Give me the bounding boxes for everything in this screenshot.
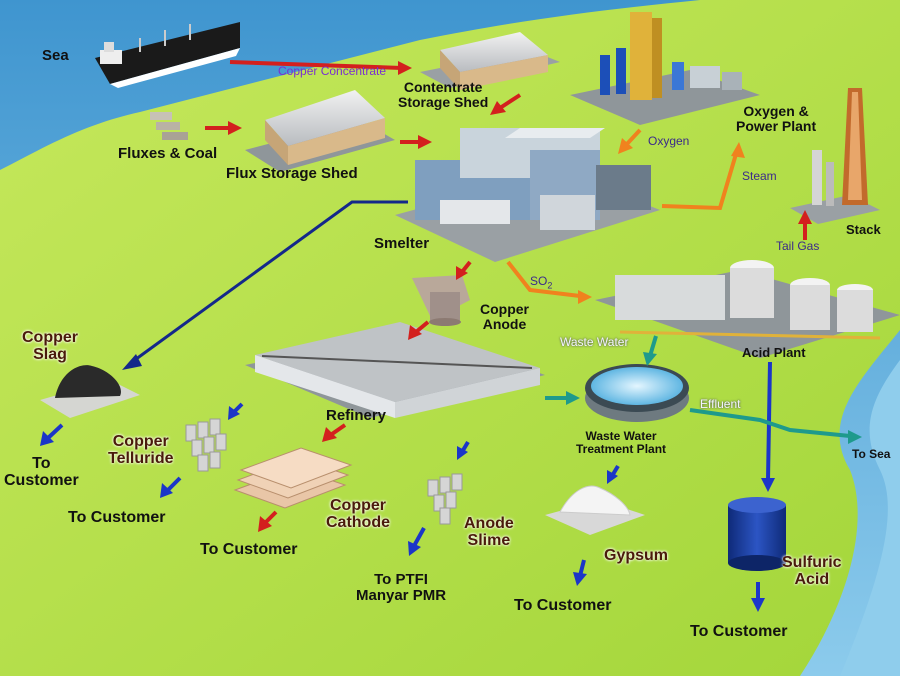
gypsum-pile — [545, 485, 645, 535]
fluxes-coal-pile — [150, 112, 188, 140]
label-steam: Steam — [742, 169, 777, 183]
label-anode-slime: Anode Slime — [464, 515, 514, 549]
anode-slime-stack — [427, 473, 463, 525]
cargo-ship — [95, 22, 240, 88]
label-gypsum: Gypsum — [604, 547, 669, 564]
label-waste-water: Waste Water — [560, 335, 629, 349]
label-to-sea: To Sea — [852, 447, 891, 461]
teal-flow-arrows — [545, 335, 862, 444]
flux-storage-shed — [245, 90, 395, 172]
label-acid-plant: Acid Plant — [742, 345, 806, 360]
smelter-building — [395, 128, 660, 262]
blue-flow-arrows — [40, 361, 775, 612]
label-so2-sub: 2 — [547, 280, 553, 291]
label-to-ptfi: To PTFI Manyar PMR — [356, 571, 447, 604]
label-copper-slag: Copper Slag — [22, 329, 78, 363]
label-to-customer-telluride: To Customer — [68, 509, 166, 526]
concentrate-storage-shed — [420, 32, 560, 90]
refinery-building — [245, 322, 545, 418]
label-so2: SO2 — [530, 275, 552, 291]
acid-plant — [595, 260, 900, 358]
stack — [790, 88, 880, 224]
label-tail-gas: Tail Gas — [776, 239, 820, 253]
label-to-customer-gypsum: To Customer — [514, 597, 612, 614]
copper-telluride-stack — [185, 418, 227, 472]
label-fluxes-coal: Fluxes & Coal — [118, 145, 218, 162]
label-oxygen: Oxygen — [648, 134, 690, 148]
label-concentrate-storage-shed: Contentrate Storage Shed — [398, 79, 489, 110]
copper-anode-unit — [412, 275, 470, 326]
label-stack: Stack — [846, 222, 881, 237]
waste-water-treatment-plant — [585, 364, 689, 422]
label-refinery: Refinery — [326, 407, 387, 424]
label-copper-anode: Copper Anode — [480, 301, 529, 332]
copper-cathode-plates — [233, 447, 353, 509]
label-to-customer-cathode: To Customer — [200, 541, 298, 558]
red-flow-arrows — [205, 60, 812, 532]
navy-flow-arrow — [122, 200, 408, 370]
orange-flow-arrows — [506, 128, 745, 304]
label-to-customer-slag: To Customer — [4, 455, 79, 489]
label-copper-cathode: Copper Cathode — [326, 497, 390, 531]
label-effluent: Effluent — [700, 397, 741, 411]
label-oxygen-power-plant: Oxygen & Power Plant — [736, 103, 817, 134]
label-to-customer-acid: To Customer — [690, 623, 788, 640]
label-copper-telluride: Copper Telluride — [108, 433, 174, 467]
label-sulfuric-acid: Sulfuric Acid — [782, 554, 842, 588]
oxygen-power-plant — [570, 12, 760, 125]
sulfuric-acid-tank — [728, 497, 786, 571]
label-sea: Sea — [42, 47, 69, 64]
label-wwtp: Waste Water Treatment Plant — [576, 429, 667, 456]
sea-right — [840, 360, 900, 676]
label-smelter: Smelter — [374, 235, 430, 252]
label-copper-concentrate: Copper Concentrate — [278, 64, 387, 78]
copper-slag-pile — [40, 365, 140, 418]
label-so2-main: SO — [530, 274, 548, 288]
label-flux-storage-shed: Flux Storage Shed — [226, 165, 358, 182]
